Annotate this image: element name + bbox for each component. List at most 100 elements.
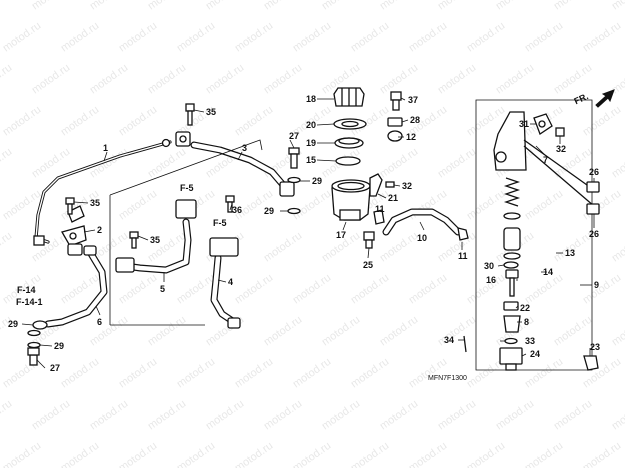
watermark-text: motod.ru <box>117 440 159 468</box>
callout-26-lower: 26 <box>589 229 599 239</box>
watermark-text: motod.ru <box>117 272 159 307</box>
pushrod-16 <box>505 269 519 297</box>
watermark-text: motod.ru <box>146 62 188 97</box>
watermark-text: motod.ru <box>146 398 188 433</box>
watermark-text: motod.ru <box>552 0 594 12</box>
callout-31: 31 <box>519 119 529 129</box>
bolt-27-center <box>288 147 300 169</box>
washer-30 <box>503 261 519 269</box>
callout-35-mid: 35 <box>90 198 100 208</box>
watermark-text: motod.ru <box>378 62 420 97</box>
front-direction-arrow <box>595 89 615 108</box>
brake-hose-5 <box>115 199 197 274</box>
watermark-text: motod.ru <box>291 188 333 223</box>
watermark-text: motod.ru <box>1 20 43 55</box>
watermark-text: motod.ru <box>204 62 246 97</box>
watermark-text: motod.ru <box>117 356 159 391</box>
watermark-text: motod.ru <box>0 146 14 181</box>
callout-1: 1 <box>103 143 108 153</box>
watermark-text: motod.ru <box>320 0 362 12</box>
watermark-text: motod.ru <box>552 62 594 97</box>
callout-2: 2 <box>97 225 102 235</box>
callout-26-upper: 26 <box>589 167 599 177</box>
watermark-text: motod.ru <box>59 20 101 55</box>
watermark-text: motod.ru <box>262 0 304 12</box>
bracket-21 <box>369 173 383 197</box>
brake-hose-6 <box>32 245 108 330</box>
diagram-code: MFN7F1300 <box>428 375 467 382</box>
callout-10: 10 <box>417 233 427 243</box>
watermark-text: motod.ru <box>262 398 304 433</box>
watermark-text: motod.ru <box>204 398 246 433</box>
callout-14: 14 <box>543 267 553 277</box>
ref-label-f5-upper: F-5 <box>180 183 194 193</box>
reservoir-17 <box>331 179 371 221</box>
reservoir-hose-10 <box>382 208 462 236</box>
callout-12: 12 <box>406 132 416 142</box>
callout-20: 20 <box>306 120 316 130</box>
watermark-text: motod.ru <box>610 398 625 433</box>
watermark-text: motod.ru <box>581 440 623 468</box>
bolt-35-mid <box>65 197 75 215</box>
watermark-text: motod.ru <box>291 356 333 391</box>
callout-32-right: 32 <box>556 144 566 154</box>
bolt-36 <box>225 195 235 213</box>
brake-hose-3 <box>190 141 295 197</box>
watermark-text: motod.ru <box>610 314 625 349</box>
watermark-text: motod.ru <box>233 272 275 307</box>
joint-top-pipe <box>175 131 191 147</box>
reservoir-cap-18 <box>333 87 365 107</box>
watermark-text: motod.ru <box>320 314 362 349</box>
nut-22 <box>503 301 519 311</box>
joint-31 <box>533 113 553 135</box>
callout-33: 33 <box>525 336 535 346</box>
callout-30: 30 <box>484 261 494 271</box>
clip-23 <box>583 355 599 371</box>
watermark-text: motod.ru <box>1 440 43 468</box>
ref-label-f14: F-14 <box>17 285 36 295</box>
watermark-text: motod.ru <box>204 0 246 12</box>
watermark-text: motod.ru <box>523 20 565 55</box>
group-box-master-cylinder <box>475 99 593 371</box>
callout-4: 4 <box>228 277 233 287</box>
watermark-text: motod.ru <box>233 356 275 391</box>
watermark-text: motod.ru <box>349 356 391 391</box>
watermark-text: motod.ru <box>581 272 623 307</box>
washer-33 <box>504 337 518 345</box>
watermark-text: motod.ru <box>552 314 594 349</box>
bolt-35-upper <box>185 103 195 126</box>
watermark-text: motod.ru <box>581 20 623 55</box>
watermark-text: motod.ru <box>1 104 43 139</box>
callout-35-lower: 35 <box>150 235 160 245</box>
watermark-text: motod.ru <box>117 104 159 139</box>
spring-piston <box>503 177 521 260</box>
nut-28 <box>387 117 403 127</box>
callout-8: 8 <box>524 317 529 327</box>
watermark-text: motod.ru <box>0 230 14 265</box>
callout-37: 37 <box>408 95 418 105</box>
watermark-text: motod.ru <box>320 398 362 433</box>
callout-11-right: 11 <box>458 251 468 261</box>
grommet-12 <box>387 130 403 142</box>
watermark-text: motod.ru <box>146 146 188 181</box>
callout-5: 5 <box>160 284 165 294</box>
float-15 <box>335 156 361 166</box>
watermark-text: motod.ru <box>407 20 449 55</box>
bolt-26-upper <box>586 181 600 193</box>
watermark-text: motod.ru <box>494 0 536 12</box>
watermark-text: motod.ru <box>465 440 507 468</box>
watermark-text: motod.ru <box>436 62 478 97</box>
ref-label-f14-1: F-14-1 <box>16 297 43 307</box>
watermark-text: motod.ru <box>610 230 625 265</box>
callout-16: 16 <box>486 275 496 285</box>
watermark-text: motod.ru <box>117 188 159 223</box>
watermark-text: motod.ru <box>436 146 478 181</box>
watermark-text: motod.ru <box>581 104 623 139</box>
callout-27-left: 27 <box>50 363 60 373</box>
watermark-text: motod.ru <box>291 272 333 307</box>
callout-3: 3 <box>242 143 247 153</box>
screw-32-right <box>555 127 565 137</box>
watermark-text: motod.ru <box>30 398 72 433</box>
watermark-text: motod.ru <box>378 314 420 349</box>
